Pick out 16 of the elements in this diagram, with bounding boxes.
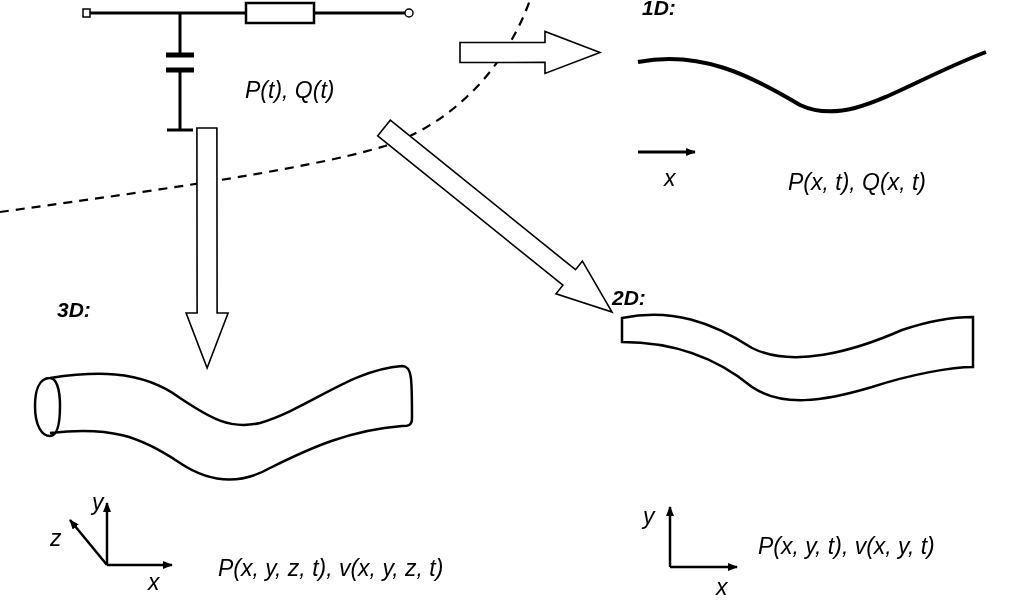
axis-label: x [716,575,728,600]
block-arrow [459,30,603,75]
axis-label: y [643,504,655,530]
axis-label: x [664,166,676,192]
axis-label: x [148,570,160,596]
formula-label: P(x, y, t), v(x, y, t) [758,534,935,560]
axis-label: y [92,490,104,516]
formula-label: P(x, t), Q(x, t) [788,170,926,196]
block-arrow [184,127,230,371]
heading: 2D: [612,286,646,310]
heading: 1D: [642,0,676,20]
heading: 3D: [57,298,91,322]
formula-label: P(x, y, z, t), v(x, y, z, t) [218,556,444,582]
formula-label: P(t), Q(t) [245,78,335,104]
block-arrow [376,119,614,314]
axis-label: z [50,526,62,552]
